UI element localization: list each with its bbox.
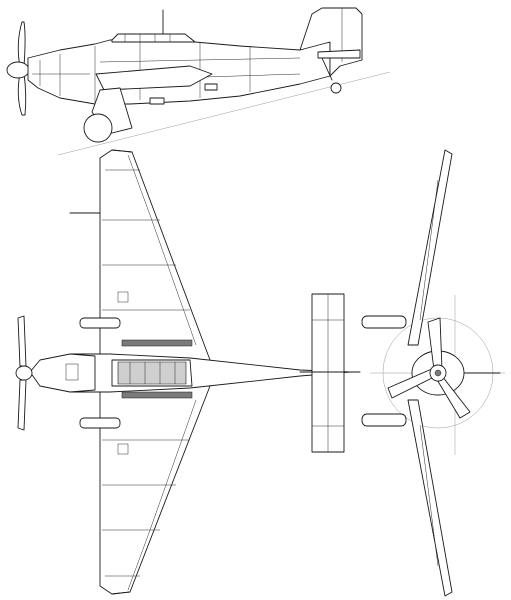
side-belly-rack: [149, 97, 165, 105]
front-view: [361, 149, 505, 597]
front-upper-wing: [407, 149, 453, 346]
top-cowling: [29, 353, 96, 393]
side-propeller-lower-blade: [17, 73, 27, 116]
top-wing-spar-upper: [127, 154, 197, 346]
front-upper-bomb: [361, 315, 407, 329]
side-tail-wheel: [330, 82, 342, 94]
side-wing-rack: [204, 83, 218, 91]
top-prop-blade-up: [17, 315, 27, 367]
side-tailplane: [317, 49, 361, 59]
top-lower-tip: [111, 591, 131, 595]
top-upper-wing-bomb: [79, 317, 121, 329]
top-upper-tip: [111, 149, 133, 153]
front-lower-bomb: [361, 413, 407, 427]
top-view: [15, 149, 361, 595]
side-cowl-lines: [39, 46, 96, 103]
front-lower-wing-line: [419, 424, 439, 567]
top-wing-hatch-1: [117, 291, 129, 303]
side-canopy: [111, 33, 196, 43]
top-lower-wing-bomb: [79, 417, 121, 429]
top-wing-spar-lower: [127, 399, 197, 591]
top-canopy-glazing: [117, 361, 187, 385]
side-canopy-frames: [124, 34, 171, 42]
top-canopy-frames: [129, 362, 176, 384]
top-left-wing: [99, 149, 211, 368]
side-tail-strut: [321, 57, 333, 81]
side-propeller-upper-blade: [17, 21, 26, 67]
top-wing-panel-lines: [102, 169, 190, 577]
side-view: [6, 7, 391, 156]
top-prop-blade-down: [17, 379, 27, 431]
top-wing-hatch-2: [117, 443, 129, 455]
top-dive-brake-upper: [121, 339, 193, 347]
side-wing: [95, 65, 213, 91]
top-spinner: [15, 365, 33, 381]
front-spinner-tip: [434, 369, 442, 377]
side-tail-fin: [299, 7, 363, 77]
front-lower-wing: [407, 399, 453, 597]
front-upper-wing-line: [419, 179, 439, 321]
top-dive-brake-lower: [121, 391, 193, 399]
side-main-wheel: [83, 113, 113, 143]
top-right-wing: [99, 385, 211, 595]
top-cowl-hatch: [65, 363, 79, 381]
side-spinner: [6, 61, 30, 79]
top-elevator-lines: [312, 294, 344, 452]
